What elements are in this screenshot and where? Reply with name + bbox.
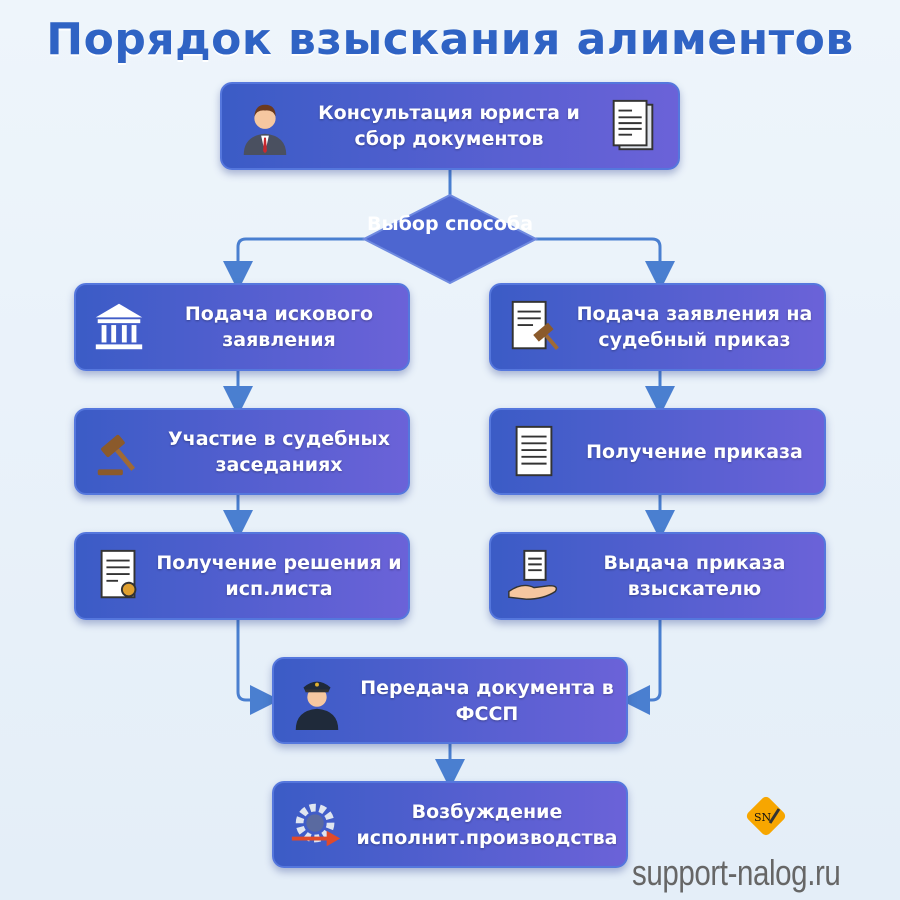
hand-document-icon (503, 545, 565, 607)
step-label: Получение приказа (586, 440, 803, 463)
connector (236, 620, 280, 715)
certificate-icon (88, 545, 150, 607)
step-consultation: Консультация юриста и сбор документов (220, 82, 680, 170)
connector (535, 237, 675, 291)
site-logo: SN (746, 796, 786, 836)
step-enforcement: Возбуждение исполнит.производства (272, 781, 628, 868)
step-label: Получение решения и исп.листа (156, 552, 402, 600)
connector (620, 620, 662, 715)
step-lawsuit: Подача искового заявления (74, 283, 410, 371)
connector (223, 237, 365, 291)
document-gavel-icon (503, 296, 565, 358)
step-fssp: Передача документа в ФССП (272, 657, 628, 744)
step-label: Участие в судебных заседаниях (168, 427, 390, 476)
decision-diamond (362, 193, 538, 285)
step-order-application: Подача заявления на судебный приказ (489, 283, 826, 371)
step-label: Выдача приказа взыскателю (603, 552, 786, 600)
step-order-receive: Получение приказа (489, 408, 826, 495)
documents-icon (602, 95, 664, 157)
step-label: Возбуждение исполнит.производства (356, 800, 618, 849)
bailiff-icon (286, 670, 348, 732)
step-decision: Получение решения и исп.листа (74, 532, 410, 620)
gear-arrow-icon (286, 794, 348, 856)
gavel-icon (88, 421, 150, 483)
step-label: Подача заявления на судебный приказ (576, 303, 813, 351)
lawyer-icon (234, 95, 296, 157)
document-icon (503, 421, 565, 483)
site-watermark: support-nalog.ru (632, 852, 841, 893)
step-label: Подача искового заявления (184, 303, 374, 351)
courthouse-icon (88, 296, 150, 358)
step-label: Консультация юриста и сбор документов (318, 102, 580, 150)
step-hearings: Участие в судебных заседаниях (74, 408, 410, 495)
step-label: Передача документа в ФССП (360, 676, 614, 725)
step-order-issue: Выдача приказа взыскателю (489, 532, 826, 620)
svg-text:SN: SN (754, 811, 772, 824)
page-title: Порядок взыскания алиментов (46, 14, 854, 65)
decision-label: Выбор способа (366, 213, 534, 235)
